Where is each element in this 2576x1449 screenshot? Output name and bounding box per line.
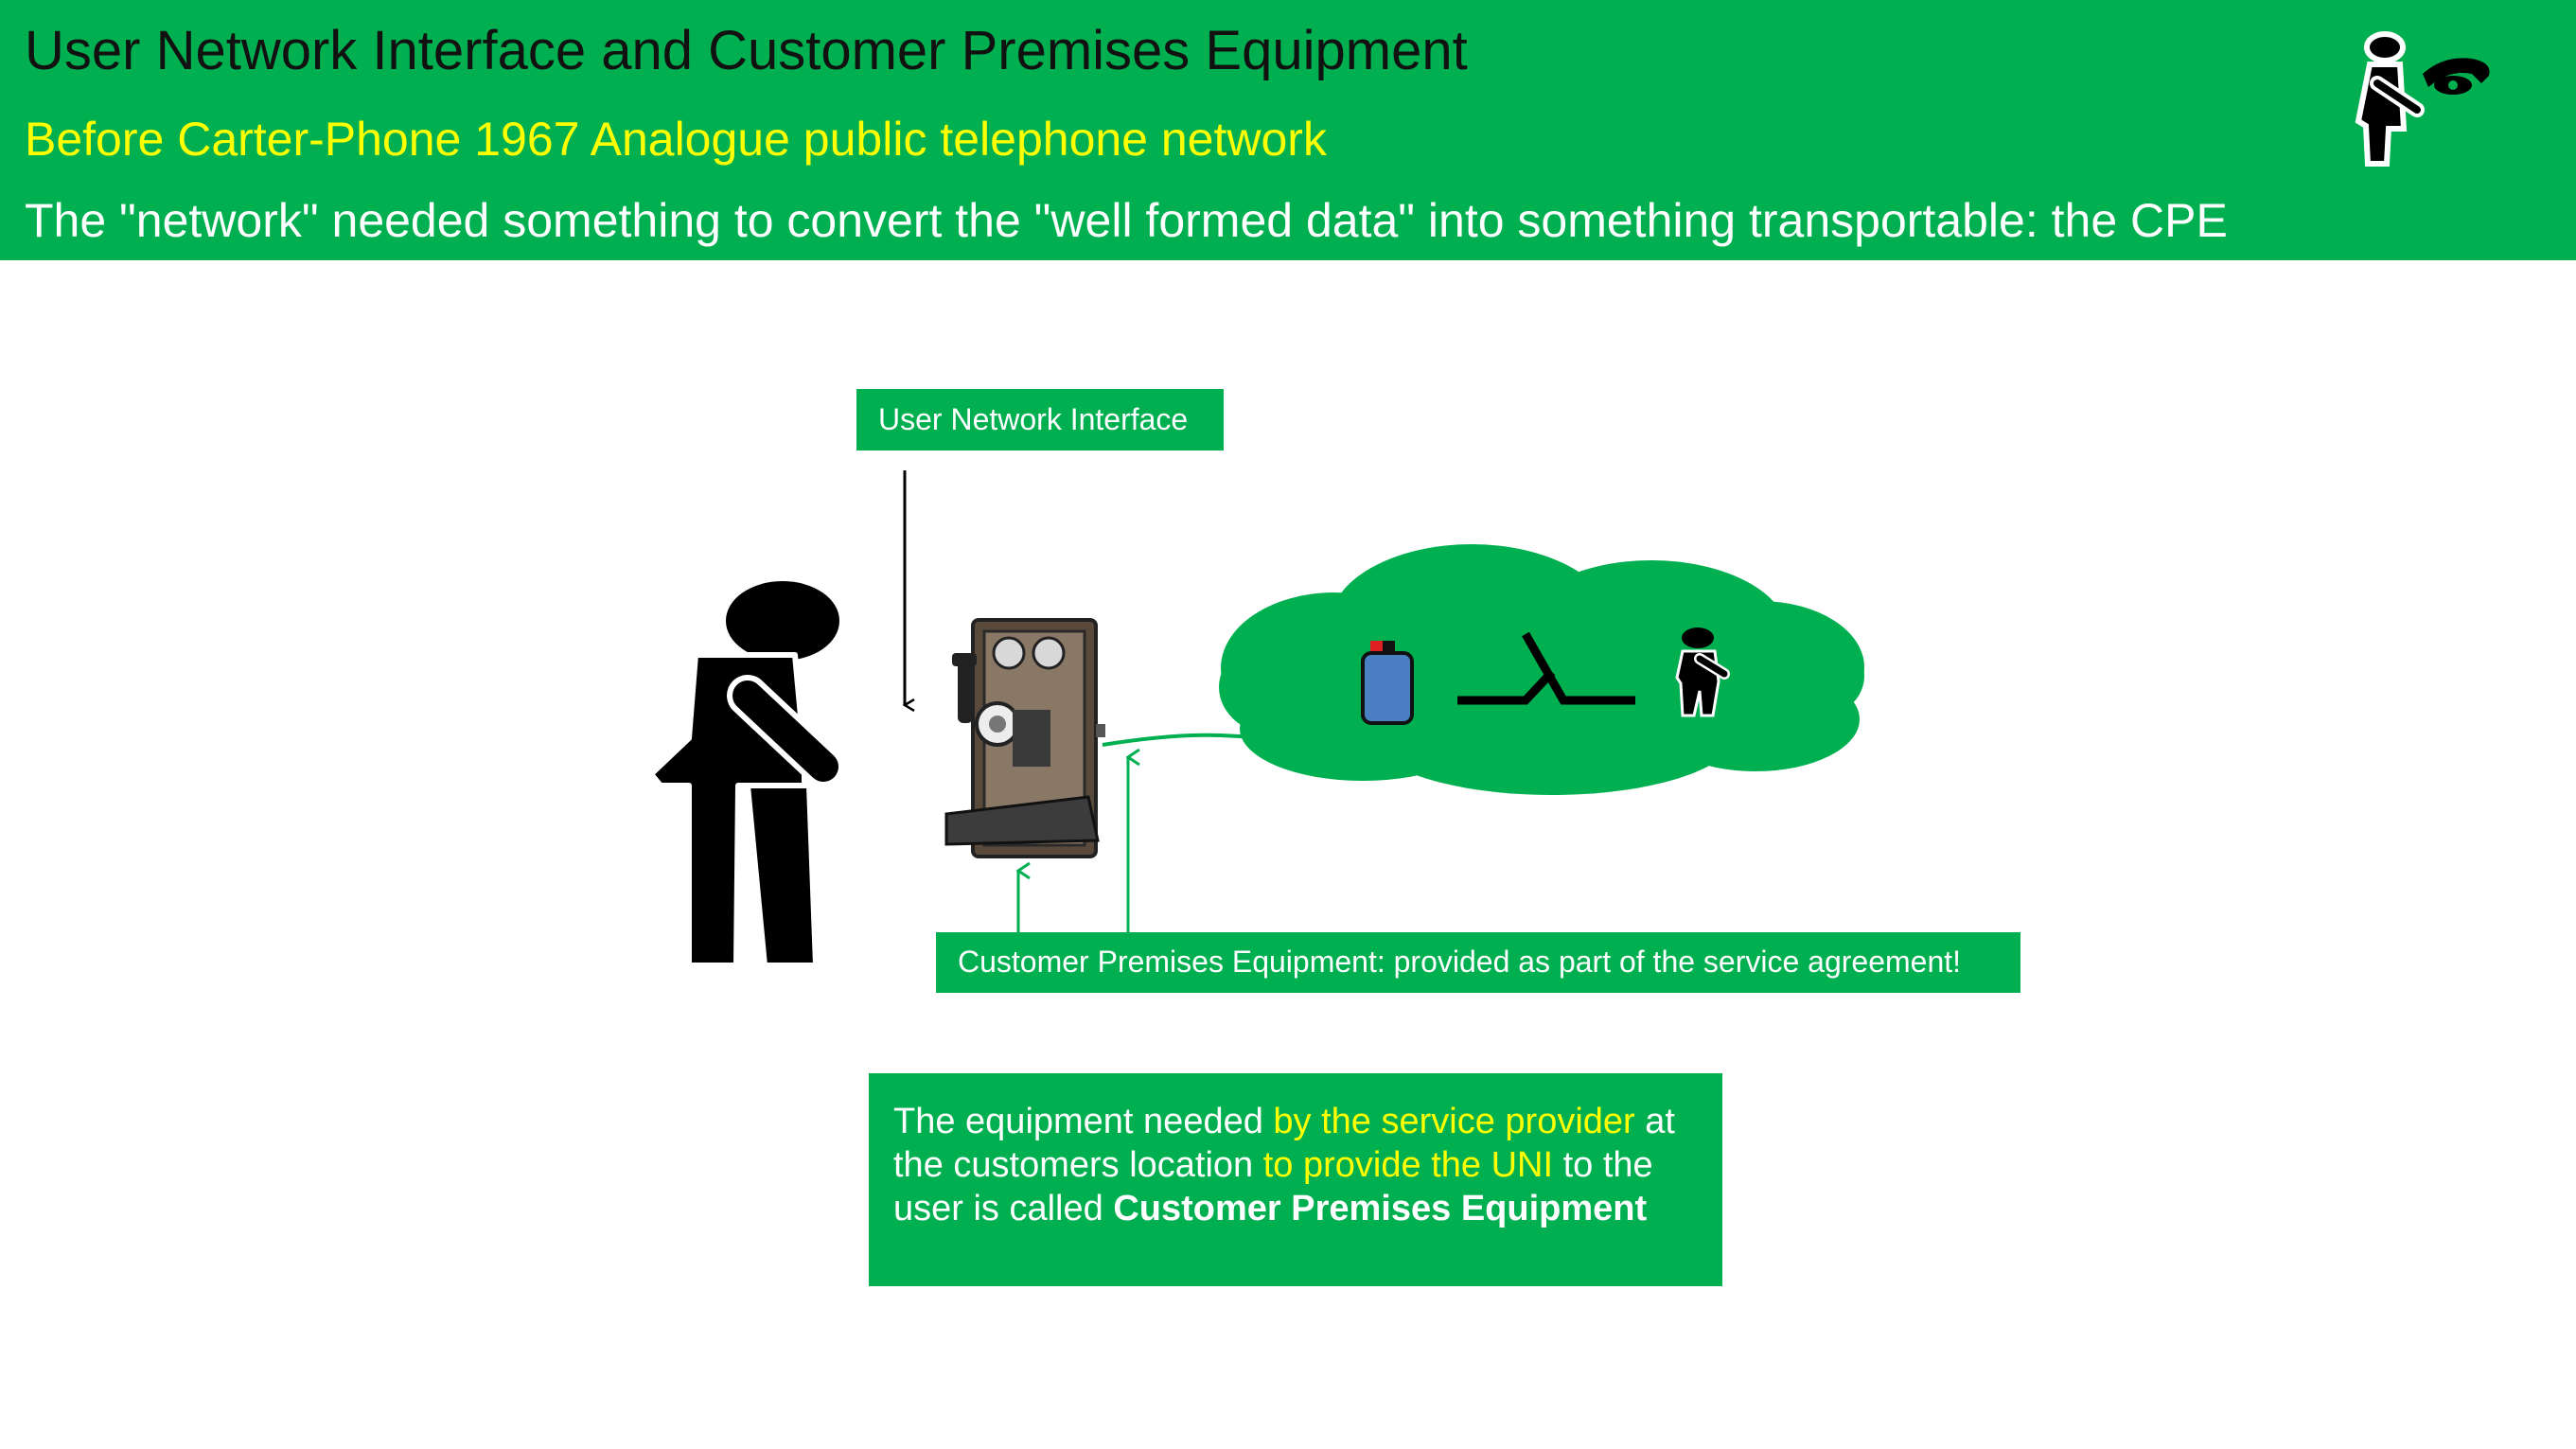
person-icon <box>648 581 844 968</box>
info-highlight-provider: by the service provider <box>1273 1102 1635 1141</box>
cpe-label: Customer Premises Equipment: provided as… <box>936 932 2020 993</box>
line-connection <box>1102 733 1260 747</box>
page-title: User Network Interface and Customer Prem… <box>25 20 1468 81</box>
battery-icon <box>1361 641 1414 725</box>
page-subline: The "network" needed something to conver… <box>25 194 2228 247</box>
info-highlight-uni: to provide the UNI <box>1262 1145 1554 1185</box>
info-text-3: to the user is called <box>893 1145 1653 1228</box>
uni-label: User Network Interface <box>856 389 1224 451</box>
telephone-icon <box>944 618 1105 858</box>
logo-icon <box>2355 31 2490 167</box>
cpe-definition-box: The equipment needed by the service prov… <box>869 1073 1722 1286</box>
info-cpe-term: Customer Premises Equipment <box>1113 1189 1648 1228</box>
info-text-1: The equipment needed <box>893 1102 1274 1141</box>
page-subtitle: Before Carter-Phone 1967 Analogue public… <box>25 113 1327 166</box>
switch-icon <box>1457 631 1635 705</box>
operator-icon <box>1675 627 1730 717</box>
info-text-2: at the customers location <box>893 1102 1675 1185</box>
header-banner: User Network Interface and Customer Prem… <box>0 0 2576 260</box>
